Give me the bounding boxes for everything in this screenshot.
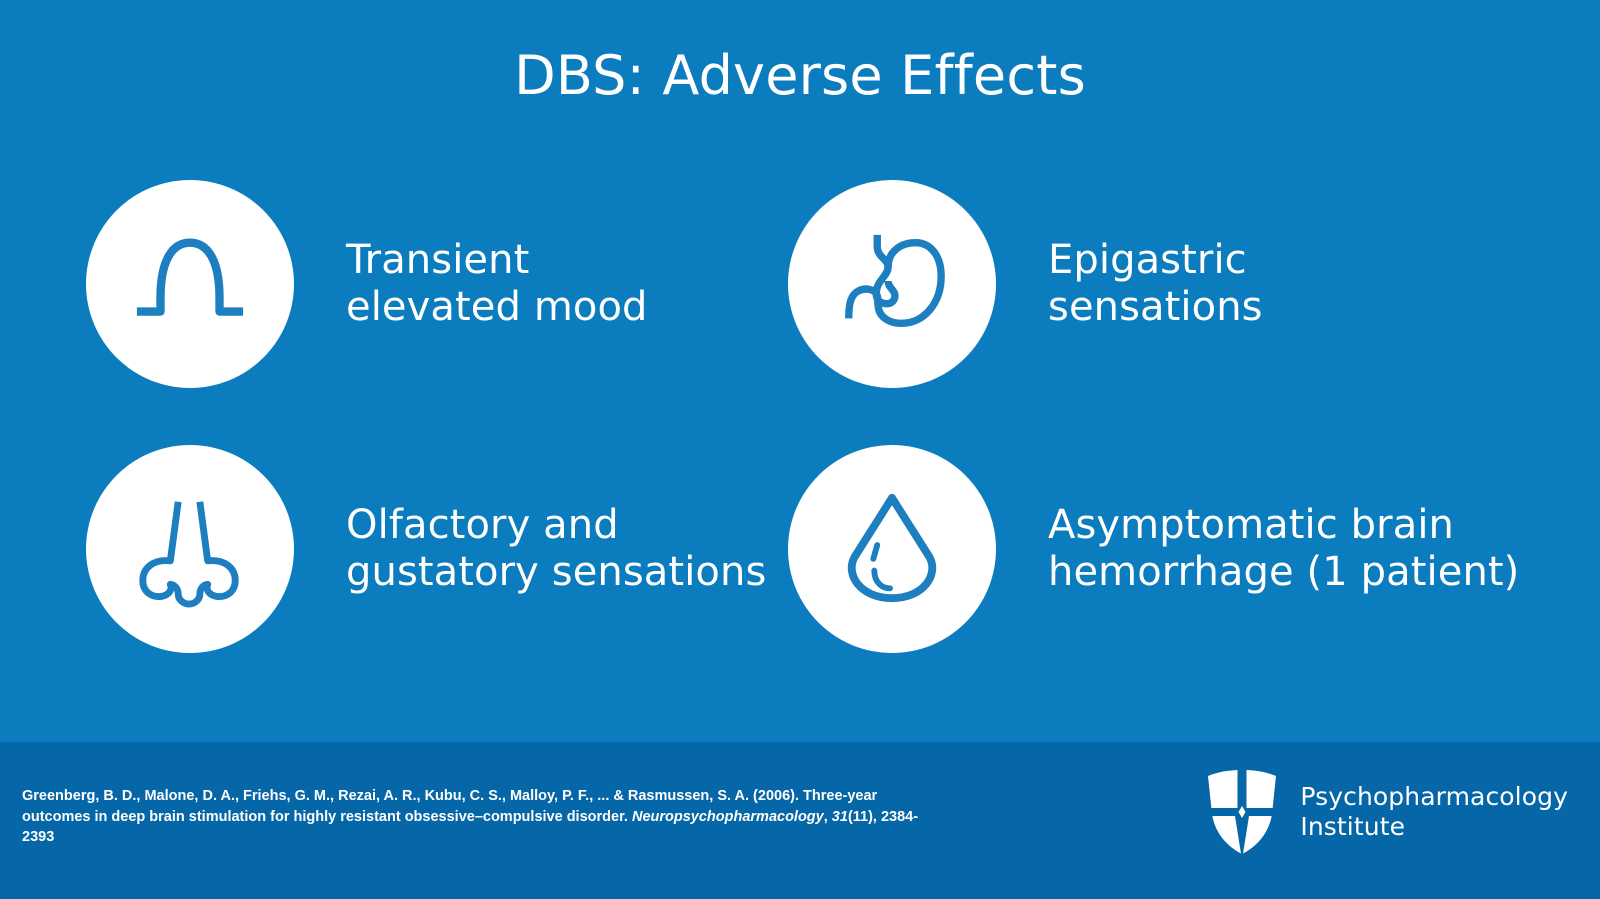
- page-title: DBS: Adverse Effects: [514, 44, 1086, 107]
- citation-volume: 31: [831, 808, 848, 825]
- citation-part-2: (11), 2384-2393: [22, 808, 919, 846]
- citation-journal: Neuropsychopharmacology: [631, 808, 824, 825]
- icon-badge: [788, 445, 996, 653]
- icon-badge: [788, 180, 996, 388]
- list-item: Asymptomatic brain hemorrhage (1 patient…: [788, 445, 1519, 653]
- nose-icon: [131, 490, 249, 608]
- icon-badge: [86, 445, 294, 653]
- list-item: Epigastric sensations: [788, 180, 1263, 388]
- list-item: Transient elevated mood: [86, 180, 648, 388]
- shield-logo-icon: [1206, 770, 1278, 854]
- citation-separator: ,: [823, 808, 832, 825]
- brain-wave-peak-icon: [131, 225, 249, 343]
- stomach-icon: [833, 225, 951, 343]
- list-item-label: Olfactory and gustatory sensations: [346, 502, 767, 595]
- list-item-label: Asymptomatic brain hemorrhage (1 patient…: [1048, 502, 1520, 595]
- list-item: Olfactory and gustatory sensations: [86, 445, 766, 653]
- citation-text: Greenberg, B. D., Malone, D. A., Friehs,…: [22, 786, 922, 848]
- citation-part-1: Greenberg, B. D., Malone, D. A., Friehs,…: [22, 788, 878, 825]
- icon-badge: [86, 180, 294, 388]
- brand-name: Psychopharmacology Institute: [1300, 781, 1568, 842]
- brand-logo: Psychopharmacology Institute: [1206, 770, 1568, 854]
- list-item-label: Transient elevated mood: [346, 237, 648, 330]
- footer-bar: Greenberg, B. D., Malone, D. A., Friehs,…: [0, 742, 1600, 899]
- adverse-effects-list: Transient elevated mood Epigastric sensa…: [0, 180, 1600, 700]
- blood-droplet-icon: [833, 490, 951, 608]
- list-item-label: Epigastric sensations: [1048, 237, 1263, 330]
